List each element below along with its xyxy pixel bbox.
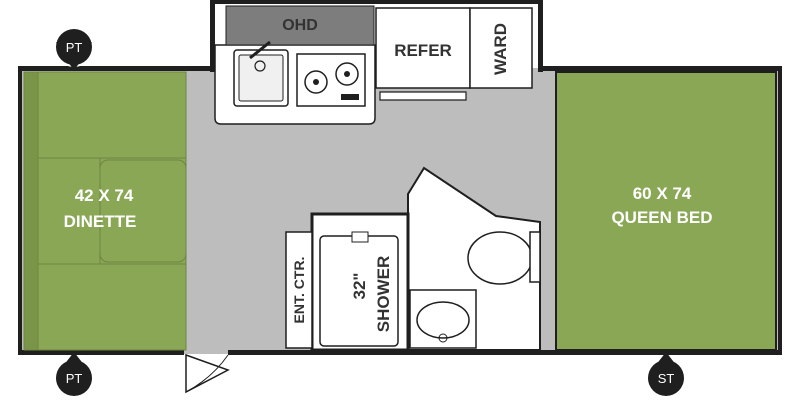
queen-bed-size: 60 X 74 — [633, 184, 692, 203]
dinette: 42 X 74 DINETTE — [23, 71, 187, 351]
marker-pt-bottom: PT — [56, 352, 92, 396]
galley-counter: OHD — [214, 5, 376, 125]
bathroom: 32" SHOWER — [310, 166, 541, 352]
burner-left-icon — [304, 70, 328, 94]
shower-label: SHOWER — [374, 256, 393, 333]
outer-walls — [18, 0, 782, 355]
ohd-label: OHD — [282, 17, 318, 34]
dinette-size: 42 X 74 — [75, 186, 134, 205]
pt-top-label: PT — [66, 40, 83, 55]
refer-ward-block: REFER WARD — [375, 7, 533, 101]
queen-bed: 60 X 74 QUEEN BED — [555, 71, 777, 351]
pt-bottom-label: PT — [66, 371, 83, 386]
faucet-icon — [254, 60, 266, 72]
toilet — [467, 231, 533, 285]
entry-door[interactable] — [185, 353, 230, 394]
entertainment-center: ENT. CTR. — [285, 231, 313, 349]
ward-label: WARD — [491, 23, 510, 75]
marker-pt-top: PT — [54, 27, 94, 70]
st-label: ST — [658, 371, 675, 386]
overhead-cabinet — [225, 5, 375, 46]
refer-label: REFER — [394, 41, 452, 60]
queen-bed-label: QUEEN BED — [611, 208, 712, 227]
dinette-label: DINETTE — [64, 212, 137, 231]
refrigerator — [375, 7, 471, 89]
shower-size: 32" — [350, 273, 369, 300]
ent-ctr-label: ENT. CTR. — [291, 257, 307, 324]
marker-st: ST — [648, 352, 684, 396]
burner-right-icon — [335, 62, 359, 86]
wardrobe — [469, 7, 533, 89]
